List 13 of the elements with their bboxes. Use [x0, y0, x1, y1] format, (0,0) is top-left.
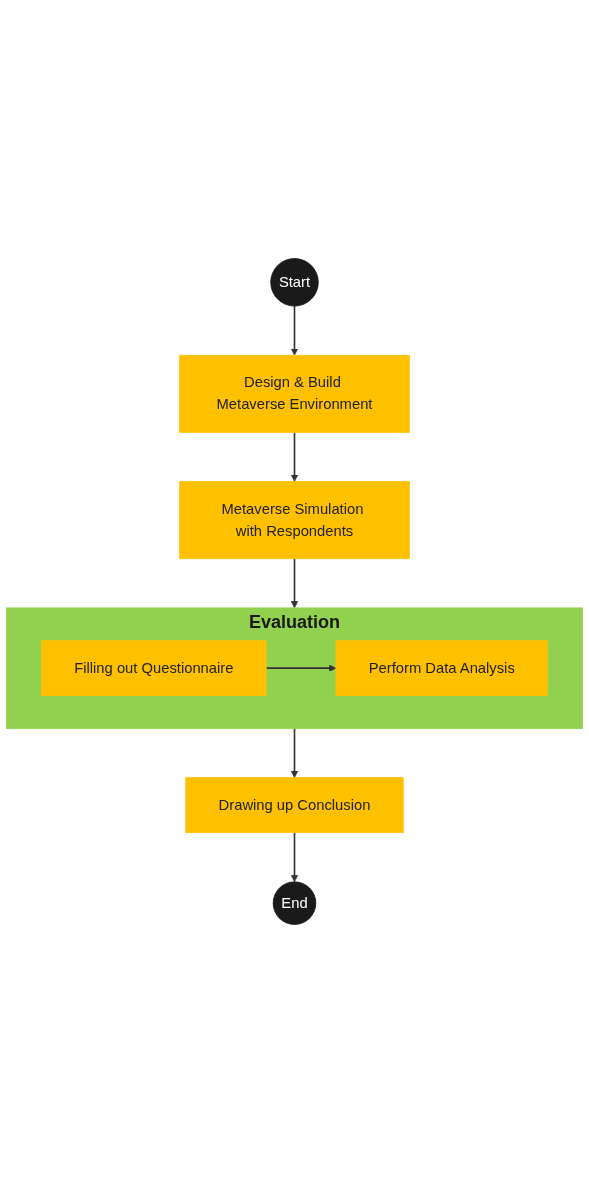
- arrow: [265, 664, 337, 672]
- node-box: Filling out Questionnaire: [41, 640, 267, 697]
- arrow: [290, 431, 299, 482]
- node-box: Perform Data Analysis: [335, 640, 548, 697]
- node-box: Metaverse Simulation with Respondents: [179, 481, 410, 560]
- arrow: [290, 727, 299, 778]
- arrow: [290, 831, 299, 883]
- node-box: Design & Build Metaverse Environment: [179, 354, 410, 433]
- node-circle: Start: [270, 258, 319, 307]
- node-box: Drawing up Conclusion: [185, 777, 404, 833]
- node-circle: End: [272, 881, 317, 925]
- arrow: [290, 557, 299, 609]
- arrow: [290, 305, 299, 356]
